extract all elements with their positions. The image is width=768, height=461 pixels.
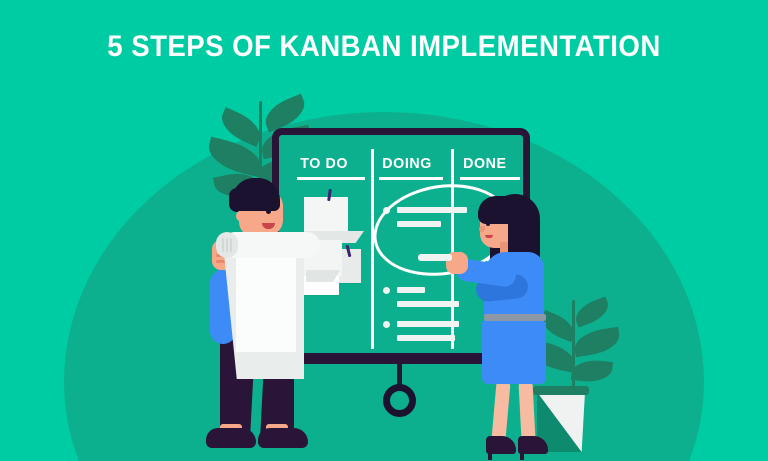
detached-note-fold <box>306 270 340 282</box>
plant-pot-rim <box>533 386 589 395</box>
pointer-stick-icon <box>418 254 452 261</box>
paper-scroll-line <box>230 238 232 252</box>
man-eyebrow <box>262 202 274 205</box>
woman-mouth <box>485 235 493 238</box>
board-stand-ring <box>383 384 416 417</box>
woman-hair-bang <box>478 206 490 224</box>
column-divider-1 <box>371 149 374 349</box>
woman-shoe-right <box>518 436 548 454</box>
man-shoe-left <box>206 428 256 448</box>
board-stand-rod <box>397 362 402 389</box>
task-line <box>397 207 467 213</box>
woman-nose <box>479 226 485 232</box>
sticky-note-1[interactable] <box>304 197 348 231</box>
task-line <box>397 221 441 227</box>
plant-left <box>204 93 315 215</box>
column-underline-done <box>460 177 520 180</box>
task-line <box>397 335 455 341</box>
man-eye <box>266 209 271 214</box>
task-bullet <box>383 321 390 328</box>
column-underline-todo <box>297 177 365 180</box>
woman-leg-left <box>491 379 511 443</box>
woman-shoe-left <box>486 436 516 454</box>
woman-belt <box>484 314 546 321</box>
task-bullet <box>383 287 390 294</box>
task-line <box>397 321 459 327</box>
woman-leg-right <box>518 379 536 443</box>
man-hair <box>232 178 280 211</box>
board-bottom-bar <box>272 355 530 364</box>
woman-eye <box>486 222 490 226</box>
paper-scroll-top <box>222 232 320 258</box>
paper-scroll-line <box>222 238 224 252</box>
man-finger <box>216 260 230 263</box>
task-line <box>397 287 425 293</box>
plant-left-stem <box>259 101 262 197</box>
man-shoe-right <box>258 428 308 448</box>
page-title: 5 STEPS OF KANBAN IMPLEMENTATION <box>107 30 661 63</box>
column-divider-2 <box>451 149 454 349</box>
plant-right-stem <box>572 300 575 392</box>
board-column-header-todo: TO DO <box>300 155 348 172</box>
man-ear <box>236 211 244 221</box>
task-bullet <box>383 207 390 214</box>
column-underline-doing <box>379 177 443 180</box>
board-column-header-doing: DOING <box>382 155 432 172</box>
woman-with-pointer <box>418 192 582 461</box>
paper-scroll-line <box>226 238 228 252</box>
woman-eyebrow <box>483 216 492 219</box>
task-line <box>397 301 459 307</box>
plant-right <box>520 296 630 420</box>
board-column-header-done: DONE <box>463 155 507 172</box>
man-mouth <box>262 223 275 229</box>
